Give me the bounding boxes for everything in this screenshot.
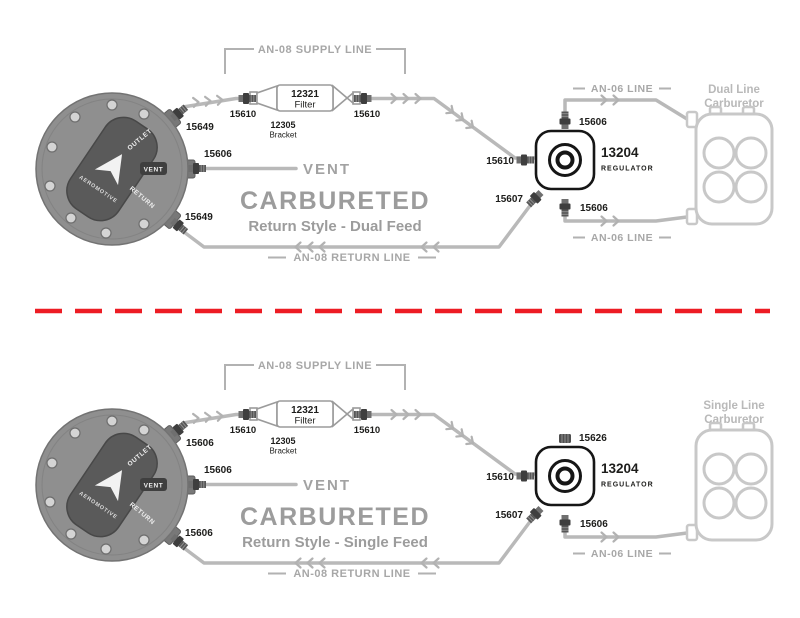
- vent-fitting-part: 15606: [204, 465, 232, 476]
- vent-label: VENT: [303, 161, 351, 178]
- return-line-label: AN-08 RETURN LINE: [293, 568, 410, 580]
- filter-inlet-part: 15610: [230, 425, 256, 436]
- return-fitting-part: 15606: [185, 528, 213, 539]
- regulator-inlet-fitting-icon: [516, 154, 535, 166]
- carburetor: Dual Line Carburetor: [685, 84, 774, 226]
- aeromotive-logo-icon: [94, 470, 123, 502]
- filter-part: 12321: [291, 89, 319, 100]
- bracket-name: Bracket: [269, 131, 297, 140]
- plumbing-lines: [181, 96, 694, 249]
- filter-outlet-part: 15610: [354, 109, 380, 120]
- regulator-top-plug-part: 15626: [579, 433, 607, 444]
- carburetor-label-1: Dual Line: [708, 84, 760, 96]
- regulator-ring: [548, 143, 582, 177]
- fuel-filter: 12321 Filter: [249, 84, 361, 112]
- an06-label: AN-06 LINE: [591, 548, 653, 560]
- fuel-pump: AEROMOTIVE OUTLET VENT RETURN: [35, 408, 196, 562]
- vent-port-label: VENT: [144, 483, 164, 490]
- supply-line: [181, 412, 250, 425]
- vent-pill: [140, 478, 167, 491]
- supply-line-label: AN-08 SUPPLY LINE: [258, 44, 372, 56]
- fuel-regulator: 13204 REGULATOR: [534, 445, 654, 507]
- bracket-part: 12305: [270, 436, 295, 446]
- filter-cone-right: [332, 400, 354, 428]
- diagram-subtitle: Return Style - Dual Feed: [248, 218, 421, 235]
- return-line-label: AN-08 RETURN LINE: [293, 252, 410, 264]
- regulator-name: REGULATOR: [601, 482, 654, 489]
- carb-inlet-tab-top: [685, 110, 699, 129]
- filter-name: Filter: [294, 416, 315, 427]
- pump-module: AEROMOTIVE: [66, 432, 158, 538]
- vent-port-label: VENT: [144, 167, 164, 174]
- return-line: [182, 197, 537, 249]
- regulator-port: [555, 150, 575, 170]
- regulator-name: REGULATOR: [601, 166, 654, 173]
- filter-part: 12321: [291, 405, 319, 416]
- regulator-body: [534, 129, 596, 191]
- filter-body: [276, 400, 334, 428]
- filter-cone-right: [332, 84, 354, 112]
- regulator-top-fitting-icon: [559, 111, 571, 130]
- pump-module: AEROMOTIVE: [66, 116, 158, 222]
- regulator-inlet-part: 15610: [486, 472, 514, 483]
- carburetor: Single Line Carburetor: [685, 400, 774, 542]
- supply-line-label: AN-08 SUPPLY LINE: [258, 360, 372, 372]
- filter-inlet-part: 15610: [230, 109, 256, 120]
- aeromotive-logo-icon: [94, 154, 123, 186]
- regulator-outlet-fitting-icon: [559, 514, 571, 533]
- regulator-ring: [548, 459, 582, 493]
- regulator-outlet-fitting-icon: [559, 198, 571, 217]
- regulator-outlet-part: 15606: [580, 203, 608, 214]
- bracket-name: Bracket: [269, 447, 297, 456]
- vent-label: VENT: [303, 477, 351, 494]
- an06-line: [563, 527, 694, 539]
- dual-feed-diagram: AN-08 SUPPLY LINE AN-08 RETURN LINE AN-0…: [35, 44, 774, 264]
- an06-bottom-label: AN-06 LINE: [591, 232, 653, 244]
- vent-fitting-part: 15606: [204, 149, 232, 160]
- regulator-inlet-fitting-icon: [516, 470, 535, 482]
- regulator-body: [534, 445, 596, 507]
- regulator-part: 13204: [601, 145, 639, 160]
- carburetor-label-1: Single Line: [703, 400, 764, 412]
- supply-line: [181, 96, 250, 109]
- return-line: [182, 513, 537, 565]
- fuel-filter: 12321 Filter: [249, 400, 361, 428]
- diagram-title: CARBURETED: [240, 187, 430, 215]
- regulator-top-plug-icon: [558, 433, 572, 444]
- an06-top-label: AN-06 LINE: [591, 83, 653, 95]
- outlet-fitting-part: 15606: [186, 438, 214, 449]
- diagram-subtitle: Return Style - Single Feed: [242, 534, 428, 551]
- outlet-fitting-part: 15649: [186, 122, 214, 133]
- carburetor-body: [694, 112, 774, 226]
- bracket-part: 12305: [270, 120, 295, 130]
- single-feed-diagram: AN-08 SUPPLY LINE AN-08 RETURN LINE AN-0…: [35, 360, 774, 580]
- return-fitting-part: 15649: [185, 212, 213, 223]
- pump-flange-lip: [41, 414, 183, 556]
- vent-pill: [140, 162, 167, 175]
- regulator-port: [555, 466, 575, 486]
- pump-flange-lip: [41, 98, 183, 240]
- fuel-pump: AEROMOTIVE OUTLET VENT RETURN: [35, 92, 196, 246]
- filter-cone-left: [256, 400, 278, 428]
- filter-name: Filter: [294, 100, 315, 111]
- supply-label-bracket: [224, 48, 406, 74]
- filter-outlet-part: 15610: [354, 425, 380, 436]
- diagram-title: CARBURETED: [240, 503, 430, 531]
- regulator-part: 13204: [601, 461, 639, 476]
- supply-line-2: [360, 96, 536, 160]
- regulator-return-part: 15607: [495, 510, 523, 521]
- carburetor-body: [694, 428, 774, 542]
- filter-cone-left: [256, 84, 278, 112]
- regulator-return-part: 15607: [495, 194, 523, 205]
- an06-bottom-line: [563, 211, 694, 223]
- supply-line-2: [360, 412, 536, 476]
- regulator-inlet-part: 15610: [486, 156, 514, 167]
- filter-body: [276, 84, 334, 112]
- regulator-outlet-part: 15606: [580, 519, 608, 530]
- regulator-top-part: 15606: [579, 117, 607, 128]
- fuel-regulator: 13204 REGULATOR: [534, 129, 654, 191]
- supply-label-bracket: [224, 364, 406, 390]
